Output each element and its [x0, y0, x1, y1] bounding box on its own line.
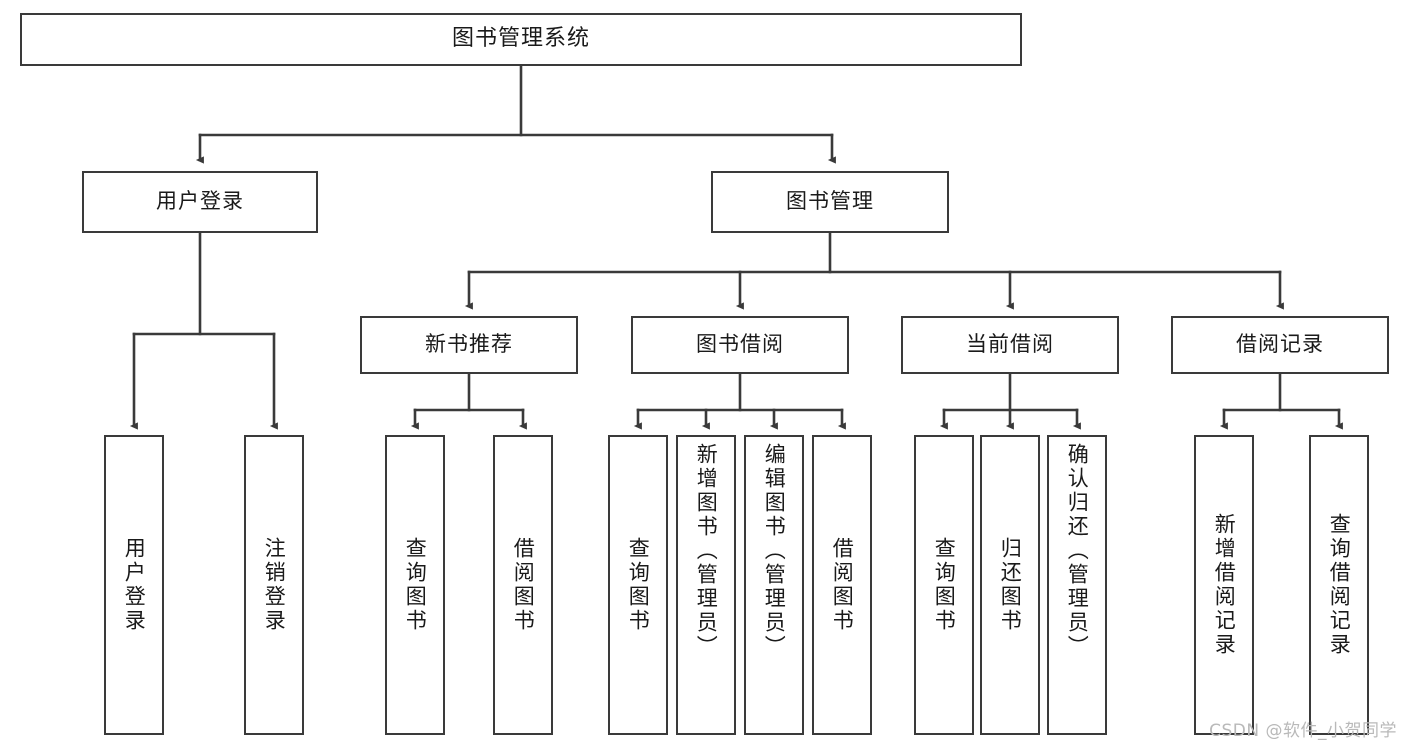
leaf-query-book-3[interactable]: 查询图书: [914, 435, 974, 735]
leaf-add-record-label: 新增借阅记录: [1212, 513, 1237, 657]
leaf-query-record[interactable]: 查询借阅记录: [1309, 435, 1369, 735]
leaf-confirm-return[interactable]: 确认归还（管理员）: [1047, 435, 1107, 735]
leaf-query-book-1[interactable]: 查询图书: [385, 435, 445, 735]
leaf-borrow-book-1-label: 借阅图书: [511, 537, 536, 633]
leaf-user-login-label: 用户登录: [122, 537, 147, 633]
leaf-return-book-label: 归还图书: [998, 537, 1023, 633]
node-root[interactable]: 图书管理系统: [20, 13, 1022, 66]
leaf-add-book-label: 新增图书（管理员）: [694, 443, 719, 659]
node-current-borrow-label: 当前借阅: [966, 332, 1054, 357]
leaf-return-book[interactable]: 归还图书: [980, 435, 1040, 735]
leaf-logout-label: 注销登录: [262, 537, 287, 633]
csdn-watermark: CSDN @软件_小贺同学: [1209, 721, 1397, 741]
leaf-borrow-book-1[interactable]: 借阅图书: [493, 435, 553, 735]
leaf-edit-book[interactable]: 编辑图书（管理员）: [744, 435, 804, 735]
node-root-label: 图书管理系统: [451, 26, 590, 52]
node-borrow-record[interactable]: 借阅记录: [1171, 316, 1389, 374]
leaf-add-book[interactable]: 新增图书（管理员）: [676, 435, 736, 735]
leaf-confirm-return-label: 确认归还（管理员）: [1065, 443, 1090, 659]
node-current-borrow[interactable]: 当前借阅: [901, 316, 1119, 374]
leaf-edit-book-label: 编辑图书（管理员）: [762, 443, 787, 659]
node-user-login[interactable]: 用户登录: [82, 171, 318, 233]
leaf-query-book-2-label: 查询图书: [626, 537, 651, 633]
node-book-borrow-label: 图书借阅: [696, 332, 784, 357]
leaf-borrow-book-2[interactable]: 借阅图书: [812, 435, 872, 735]
leaf-query-book-1-label: 查询图书: [403, 537, 428, 633]
leaf-user-login[interactable]: 用户登录: [104, 435, 164, 735]
leaf-borrow-book-2-label: 借阅图书: [830, 537, 855, 633]
leaf-add-record[interactable]: 新增借阅记录: [1194, 435, 1254, 735]
node-new-book-recommend[interactable]: 新书推荐: [360, 316, 578, 374]
leaf-query-record-label: 查询借阅记录: [1327, 513, 1352, 657]
leaf-query-book-2[interactable]: 查询图书: [608, 435, 668, 735]
node-user-login-label: 用户登录: [156, 189, 244, 214]
node-new-book-recommend-label: 新书推荐: [425, 332, 513, 357]
node-book-manage[interactable]: 图书管理: [711, 171, 949, 233]
node-book-borrow[interactable]: 图书借阅: [631, 316, 849, 374]
node-book-manage-label: 图书管理: [786, 189, 874, 214]
leaf-logout[interactable]: 注销登录: [244, 435, 304, 735]
leaf-query-book-3-label: 查询图书: [932, 537, 957, 633]
node-borrow-record-label: 借阅记录: [1236, 332, 1324, 357]
